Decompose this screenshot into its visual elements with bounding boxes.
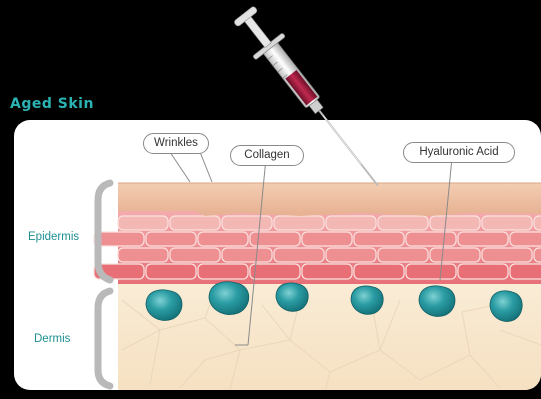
epidermis-cell bbox=[250, 264, 300, 279]
wrinkles-callout: Wrinkles bbox=[143, 133, 209, 154]
epidermis-cell bbox=[510, 232, 541, 246]
epidermis-cell bbox=[118, 248, 168, 262]
hyaluronic-acid-cell bbox=[351, 286, 383, 314]
collagen-callout: Collagen bbox=[230, 145, 304, 166]
epidermis-cell bbox=[378, 216, 428, 230]
epidermis-cell bbox=[118, 216, 168, 230]
epidermis-cells bbox=[94, 208, 541, 284]
epidermis-cell bbox=[198, 232, 248, 246]
diagram-title: Aged Skin bbox=[10, 96, 94, 112]
epidermis-cell bbox=[510, 264, 541, 279]
epidermis-cell bbox=[354, 264, 404, 279]
epidermis-cell bbox=[170, 248, 220, 262]
epidermis-cell bbox=[222, 248, 272, 262]
epidermis-cell bbox=[406, 264, 456, 279]
epidermis-cell bbox=[326, 248, 376, 262]
epidermis-cell bbox=[378, 248, 428, 262]
hyaluronic-acid-cell bbox=[209, 282, 249, 315]
epidermis-label: Epidermis bbox=[28, 231, 79, 243]
epidermis-cell bbox=[326, 216, 376, 230]
epidermis-cell bbox=[146, 232, 196, 246]
epidermis-cell bbox=[274, 216, 324, 230]
epidermis-cell bbox=[302, 264, 352, 279]
epidermis-cell bbox=[534, 216, 541, 230]
hyaluronic-acid-callout: Hyaluronic Acid bbox=[403, 142, 515, 163]
epidermis-cell bbox=[430, 248, 480, 262]
dermis-label: Dermis bbox=[34, 333, 70, 345]
epidermis-cell bbox=[406, 232, 456, 246]
epidermis-cell bbox=[222, 216, 272, 230]
epidermis-cell bbox=[146, 264, 196, 279]
epidermis-cell bbox=[274, 248, 324, 262]
epidermis-cell bbox=[482, 216, 532, 230]
epidermis-cell bbox=[198, 264, 248, 279]
epidermis-cell bbox=[458, 232, 508, 246]
epidermis-cell bbox=[482, 248, 532, 262]
hyaluronic-acid-cell bbox=[276, 283, 308, 311]
epidermis-cell bbox=[430, 216, 480, 230]
epidermis-cell bbox=[302, 232, 352, 246]
epidermis-cell bbox=[534, 248, 541, 262]
hyaluronic-acid-cell bbox=[419, 286, 455, 317]
epidermis-cell bbox=[170, 216, 220, 230]
epidermis-cell bbox=[458, 264, 508, 279]
hyaluronic-acid-cell bbox=[490, 291, 522, 322]
hyaluronic-acid-cell bbox=[146, 290, 182, 321]
epidermis-cell bbox=[354, 232, 404, 246]
